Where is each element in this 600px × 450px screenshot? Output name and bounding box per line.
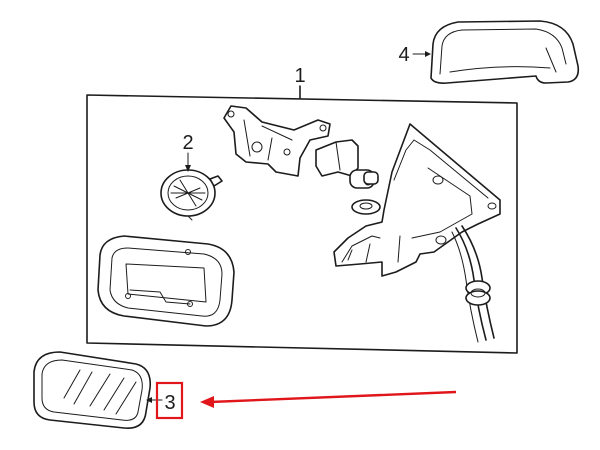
callout-3-label: 3 (164, 392, 175, 414)
grommet-washer-part[interactable] (351, 199, 381, 215)
wire-harness-part[interactable] (451, 225, 495, 343)
callout-2-arrow (185, 152, 191, 172)
callout-4-arrow (412, 51, 431, 57)
assembly-frame (86, 85, 518, 354)
mirror-glass-part[interactable] (33, 351, 152, 429)
callout-2-label: 2 (182, 132, 193, 154)
glass-backing-plate-part[interactable] (97, 235, 235, 327)
red-pointer-arrow (200, 390, 457, 408)
callout-4-label: 4 (398, 44, 409, 66)
connector-clip-part[interactable] (315, 139, 379, 189)
mounting-bracket-part[interactable] (223, 105, 331, 177)
callout-3-highlight-box (155, 381, 184, 420)
mirror-cover-part[interactable] (430, 20, 580, 84)
mirror-base-part[interactable] (333, 123, 501, 277)
mirror-motor-part[interactable] (160, 169, 223, 221)
callout-1-label: 1 (294, 65, 305, 87)
